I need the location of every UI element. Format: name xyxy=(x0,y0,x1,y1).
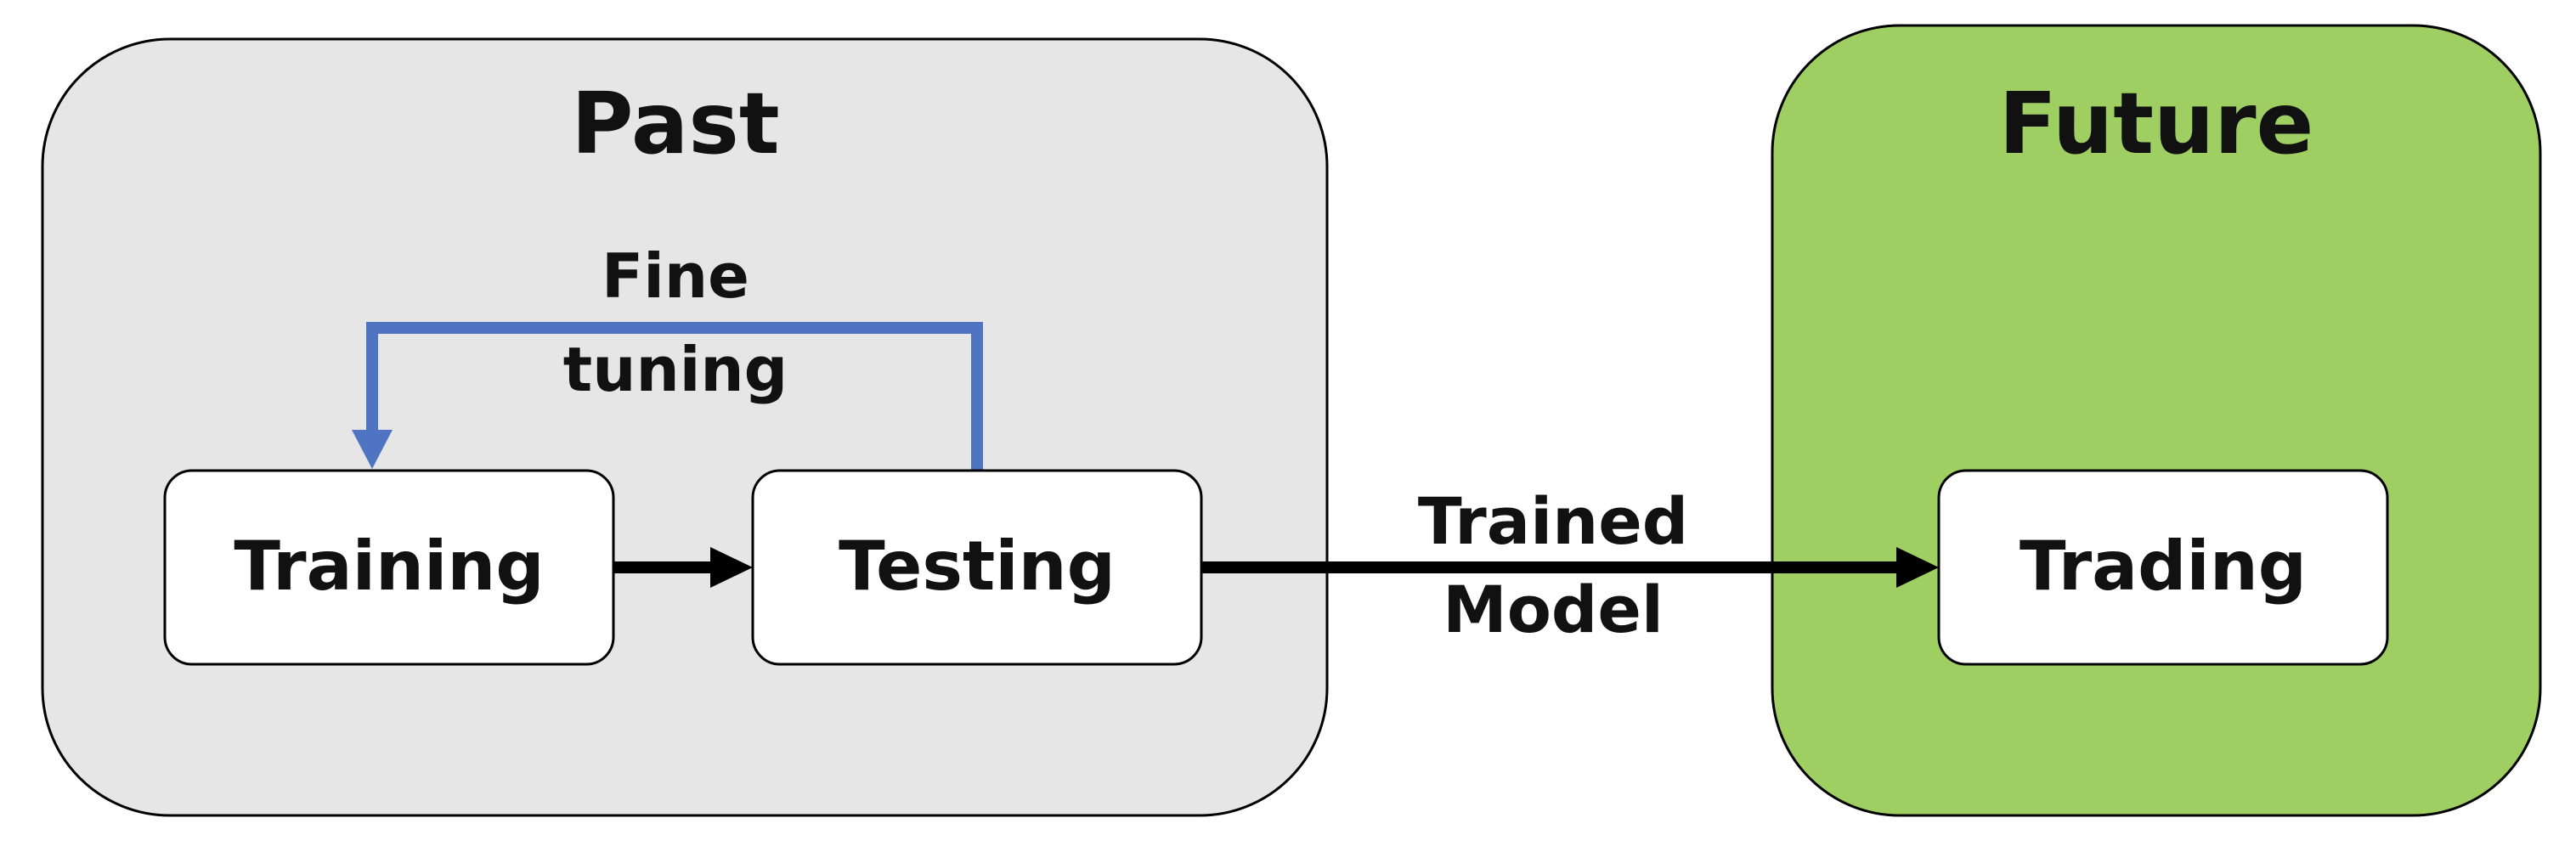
trading-box xyxy=(1937,469,2389,666)
testing-to-trading-arrow xyxy=(1201,547,1939,588)
fine-tuning-arrow xyxy=(352,322,983,472)
future-title: Future xyxy=(1999,74,2314,173)
past-title: Past xyxy=(571,74,779,173)
trading-label: Trading xyxy=(2020,527,2307,606)
fine-tuning-line xyxy=(366,322,983,472)
fine-tuning-label-line2: tuning xyxy=(563,334,788,405)
testing-to-trading-arrowhead xyxy=(1896,547,1939,588)
training-label: Training xyxy=(234,527,544,606)
fine-tuning-arrowhead xyxy=(352,430,393,469)
trained-model-label-line2: Model xyxy=(1443,572,1664,647)
testing-label: Testing xyxy=(839,527,1116,606)
training-to-testing-arrowhead xyxy=(710,547,753,588)
training-to-testing-arrow xyxy=(613,547,753,588)
trained-model-label-line1: Trained xyxy=(1418,483,1688,559)
fine-tuning-label-line1: Fine xyxy=(602,240,749,312)
